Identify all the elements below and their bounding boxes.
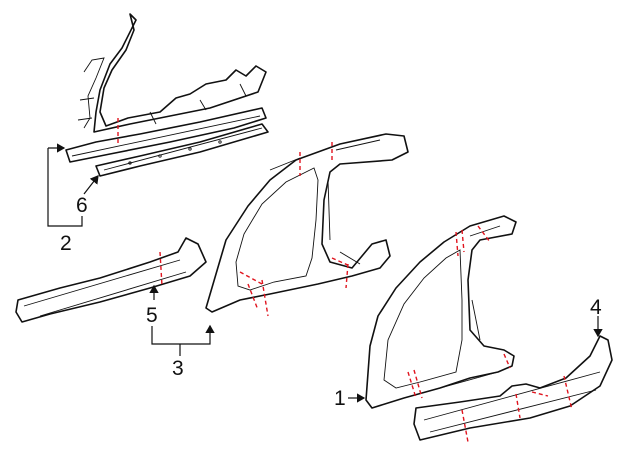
callout-2: 2 [60,232,72,255]
part-2-upper-panel [65,13,267,163]
callout-6: 6 [76,194,88,217]
leader-line [151,324,215,345]
callout-5: 5 [146,304,158,327]
leader-line [83,175,99,195]
part-1-side-panel [365,215,517,409]
callout-3: 3 [172,357,184,380]
leader-line [47,148,83,227]
part-5-rocker-panel [15,237,207,323]
part-3-body-side [205,133,409,313]
cut-line [239,142,351,317]
cut-line [159,251,163,287]
cut-line [461,375,573,443]
cut-line [407,225,511,399]
part-6-rocker-strip [95,123,269,177]
callout-1: 1 [334,387,346,410]
callout-4: 4 [590,296,602,319]
